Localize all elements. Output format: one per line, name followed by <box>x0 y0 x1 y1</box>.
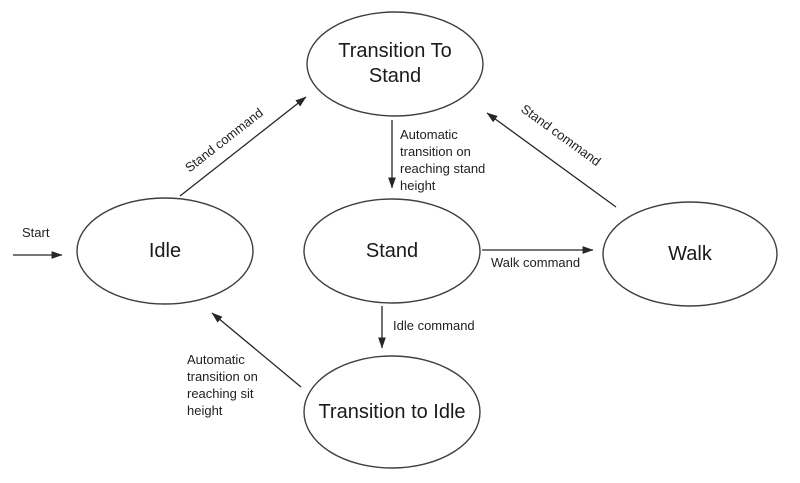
node-idle-shape <box>76 197 254 305</box>
edge-label-idle-command: Idle command <box>393 318 475 333</box>
edge-label-automatic-transition-sit-height: Automatic transition on reaching sit hei… <box>187 352 258 418</box>
edge-idle-to-transition-to-stand-arrow <box>179 96 307 197</box>
node-label-walk: Walk <box>668 242 712 265</box>
edge-label-automatic-transition-stand-height: Automatic transition on reaching stand h… <box>400 127 486 193</box>
node-label-transition-to-idle: Transition to Idle <box>318 400 466 423</box>
node-transition-to-idle-shape <box>303 355 481 469</box>
edge-walk-to-transition-to-stand-arrow <box>486 112 617 208</box>
node-stand-shape <box>303 198 481 304</box>
node-label-transition-to-stand: Transition To Stand <box>338 40 452 87</box>
node-label-stand: Stand <box>365 239 419 262</box>
node-label-idle: Idle <box>148 239 182 262</box>
node-walk-shape <box>602 201 778 307</box>
edge-transition-to-idle-to-idle-arrow <box>211 312 302 388</box>
edge-label-start: Start <box>22 225 50 240</box>
edge-label-walk-command: Walk command <box>491 255 581 270</box>
node-transition-to-stand-shape <box>306 11 484 117</box>
